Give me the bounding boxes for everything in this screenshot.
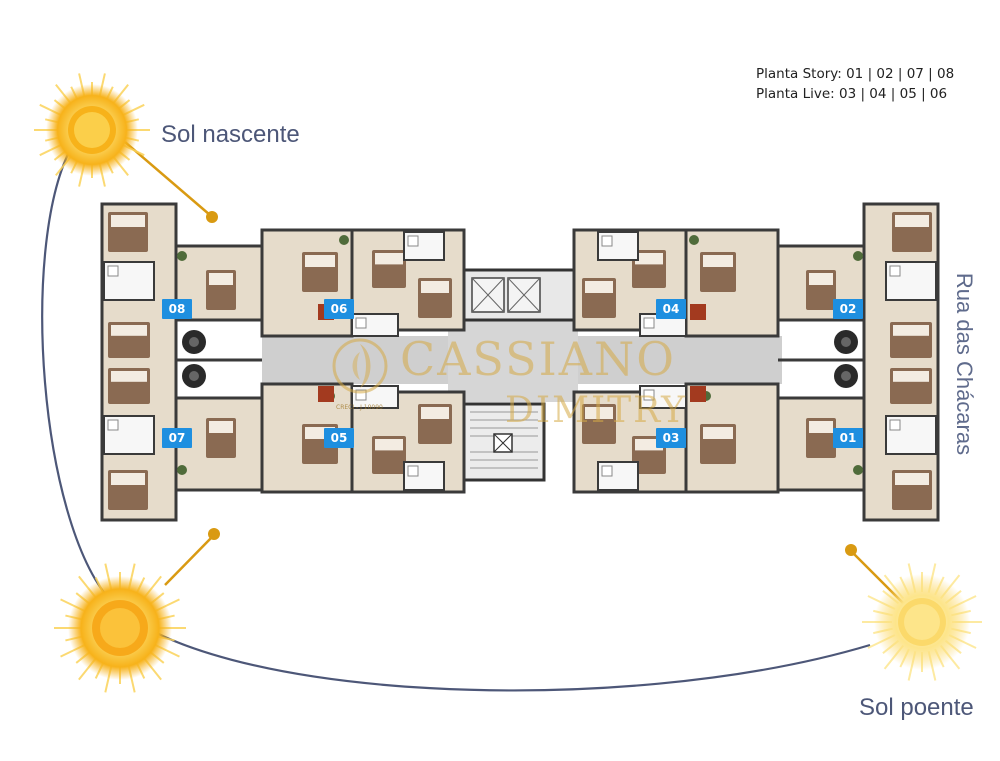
sink	[889, 419, 901, 431]
ac-unit-center	[841, 371, 851, 381]
unit-badge-02: 02	[833, 299, 863, 319]
sink	[107, 419, 119, 431]
watermark-brand: CASSIANO	[400, 332, 676, 386]
unit-badge-06: 06	[324, 299, 354, 319]
sunset-sun-icon	[862, 563, 982, 681]
sink	[643, 389, 655, 401]
sink	[355, 317, 367, 329]
unit-badge-08: 08	[162, 299, 192, 319]
pillow	[895, 215, 929, 227]
balcony-table	[690, 304, 706, 320]
pillow	[703, 427, 733, 439]
left-end-block	[100, 202, 178, 522]
pillow	[111, 371, 147, 382]
midday-sun-icon	[54, 563, 186, 693]
unit-badge-05: 05	[324, 428, 354, 448]
pillow	[421, 281, 449, 293]
sink	[355, 389, 367, 401]
legend-live: Planta Live: 03 | 04 | 05 | 06	[756, 86, 948, 102]
pillow	[703, 255, 733, 267]
balcony-table	[318, 386, 334, 402]
pillow	[893, 325, 929, 336]
sink	[407, 465, 419, 477]
pillow	[421, 407, 449, 419]
sunrise-label: Sol nascente	[161, 121, 300, 148]
sunrise-pointer	[124, 141, 218, 223]
sink	[601, 465, 613, 477]
elevator-core	[462, 268, 576, 322]
pillow	[305, 255, 335, 267]
stair-core	[462, 402, 546, 482]
pillow	[585, 407, 613, 419]
ac-unit-center	[189, 337, 199, 347]
right-end-block	[862, 202, 940, 522]
watermark-creci: CRECI - J 10090	[336, 404, 383, 411]
plant	[853, 251, 863, 261]
sink	[107, 265, 119, 277]
sink	[407, 235, 419, 247]
unit-badge-04: 04	[656, 299, 686, 319]
pillow	[895, 473, 929, 485]
balcony-table	[690, 386, 706, 402]
pillow	[375, 253, 403, 265]
pillow	[111, 215, 145, 227]
bathroom	[885, 261, 937, 301]
sunrise-sun-icon	[34, 73, 150, 187]
pillow	[111, 325, 147, 336]
pillow	[635, 439, 663, 451]
legend-story: Planta Story: 01 | 02 | 07 | 08	[756, 66, 955, 82]
unit-badge-03: 03	[656, 428, 686, 448]
plant	[853, 465, 863, 475]
pillow	[585, 281, 613, 293]
unit-badge-07: 07	[162, 428, 192, 448]
unit-type-legend: Planta Story: 01 | 02 | 07 | 08 Planta L…	[756, 64, 954, 104]
pillow	[111, 473, 145, 485]
pillow	[809, 421, 833, 433]
plant	[177, 251, 187, 261]
plant	[177, 465, 187, 475]
watermark-logo-icon	[332, 338, 388, 394]
plant	[339, 235, 349, 245]
sunset-label: Sol poente	[859, 694, 974, 721]
ac-unit-center	[189, 371, 199, 381]
watermark-sub: DIMITRY	[505, 390, 687, 431]
pillow	[209, 421, 233, 433]
plant	[689, 235, 699, 245]
sink	[601, 235, 613, 247]
building-floor-plan	[100, 202, 940, 522]
pillow	[893, 371, 929, 382]
street-label: Rua das Chácaras	[952, 272, 977, 456]
sink	[643, 317, 655, 329]
sink	[889, 265, 901, 277]
unit-badge-01: 01	[833, 428, 863, 448]
midday-pointer	[164, 528, 220, 586]
pillow	[809, 273, 833, 285]
pillow	[375, 439, 403, 451]
pillow	[209, 273, 233, 285]
ac-unit-center	[841, 337, 851, 347]
pillow	[635, 253, 663, 265]
